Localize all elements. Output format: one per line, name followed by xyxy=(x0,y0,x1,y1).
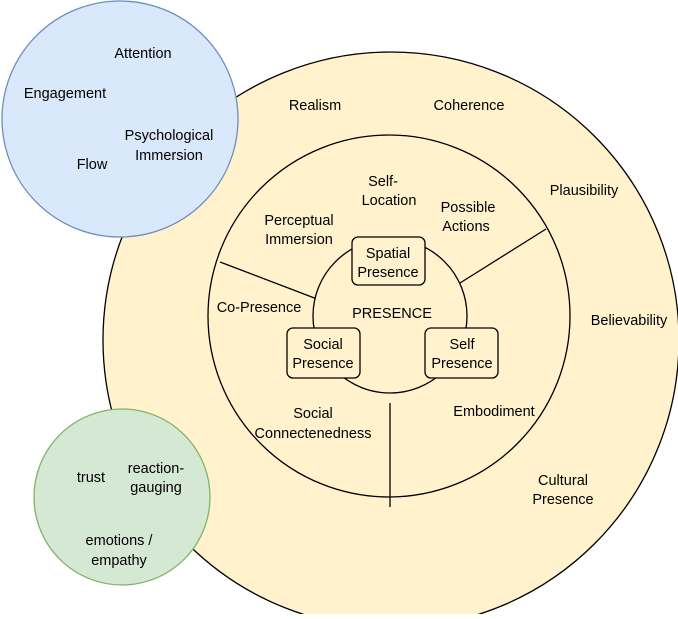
social-cues-circle xyxy=(33,408,211,586)
realism-label: Realism xyxy=(289,98,341,114)
self-presence-box xyxy=(424,327,499,379)
engagement-label: Engagement xyxy=(24,86,106,102)
divider-line-right xyxy=(459,228,547,284)
perceptual-immersion-label-line2: Immersion xyxy=(265,232,333,248)
embodiment-label: Embodiment xyxy=(453,404,534,420)
flow-label: Flow xyxy=(77,157,108,173)
self-presence-label-line2: Presence xyxy=(431,356,492,372)
psychological-immersion-label-line1: Psychological xyxy=(125,128,214,144)
immersion-circle xyxy=(1,0,239,238)
believability-label: Believability xyxy=(591,313,668,329)
plausibility-label: Plausibility xyxy=(550,183,619,199)
possible-actions-label-line1: Possible xyxy=(441,200,496,216)
social-presence-box xyxy=(286,327,361,379)
reaction-gauging-label-line2: gauging xyxy=(130,480,182,496)
psychological-immersion-label-line2: Immersion xyxy=(135,148,203,164)
middle-ring-circle xyxy=(207,134,571,498)
co-presence-label: Co-Presence xyxy=(217,300,302,316)
social-connectedness-label-line2: Connectenedness xyxy=(255,426,372,442)
cultural-presence-label-line1: Cultural xyxy=(538,473,588,489)
cultural-presence-label-line2: Presence xyxy=(532,492,593,508)
reaction-gauging-label-line1: reaction- xyxy=(128,461,185,477)
spatial-presence-label-line1: Spatial xyxy=(366,246,410,262)
coherence-label: Coherence xyxy=(434,98,505,114)
self-location-label-line2: Location xyxy=(362,193,417,209)
social-presence-label-line2: Presence xyxy=(292,356,353,372)
self-location-label-line1: Self- xyxy=(368,174,398,190)
emotions-empathy-label-line1: emotions / xyxy=(86,533,154,549)
spatial-presence-box xyxy=(351,236,426,286)
emotions-empathy-label-line2: empathy xyxy=(91,553,147,569)
divider-line-left xyxy=(219,261,318,300)
social-connectedness-label-line1: Social xyxy=(293,406,333,422)
possible-actions-label-line2: Actions xyxy=(442,219,490,235)
presence-title: PRESENCE xyxy=(352,306,432,322)
social-presence-label-line1: Social xyxy=(303,337,343,353)
perceptual-immersion-label-line1: Perceptual xyxy=(264,213,333,229)
attention-label: Attention xyxy=(114,46,171,62)
spatial-presence-label-line2: Presence xyxy=(357,265,418,281)
self-presence-label-line1: Self xyxy=(450,337,476,353)
trust-label: trust xyxy=(77,470,105,486)
